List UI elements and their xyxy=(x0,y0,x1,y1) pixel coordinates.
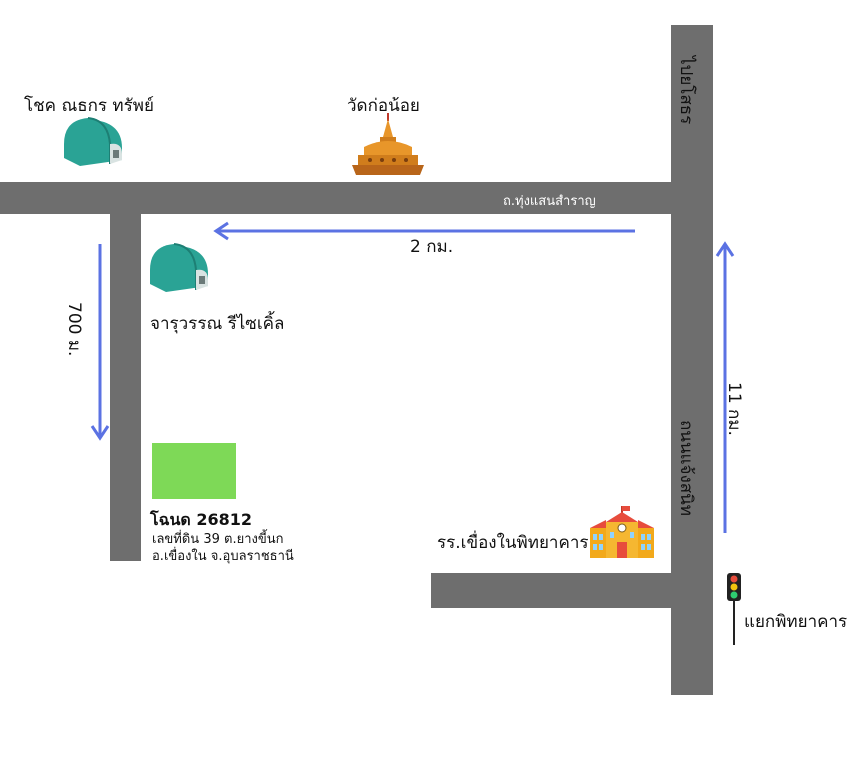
recycle-label: จารุวรรณ รีไซเคิ้ล xyxy=(150,314,285,334)
arrow-top xyxy=(213,221,635,241)
warehouse-icon xyxy=(64,117,122,166)
temple-label: วัดก่อน้อย xyxy=(347,96,420,116)
plot-line2: อ.เขื่องใน จ.อุบลราชธานี xyxy=(152,549,294,564)
arrow-right xyxy=(715,241,735,533)
road-left-vertical xyxy=(110,214,141,561)
plot-line1: เลขที่ดิน 39 ต.ยางขี้นก xyxy=(152,532,284,547)
road-top xyxy=(0,182,713,214)
road-bottom-branch xyxy=(431,573,713,608)
warehouse-icon xyxy=(150,243,208,292)
temple-icon xyxy=(352,113,424,175)
arrow-left xyxy=(90,244,110,441)
chok-label: โชค ณธกร ทรัพย์ xyxy=(24,96,154,116)
distance-top-label: 2 กม. xyxy=(410,237,454,257)
school-label: รร.เขื่องในพิทยาคาร xyxy=(437,533,589,553)
top-road-label: ถ.ทุ่งแสนสำราญ xyxy=(503,194,596,209)
distance-right-label: 11 กม. xyxy=(724,382,744,436)
distance-left-label: 700 ม. xyxy=(64,302,84,357)
land-plot xyxy=(152,443,236,499)
intersection-label: แยกพิทยาคาร xyxy=(744,612,848,632)
plot-title: โฉนด 26812 xyxy=(150,510,253,529)
traffic-light-icon xyxy=(727,573,741,645)
school-icon xyxy=(590,506,654,558)
